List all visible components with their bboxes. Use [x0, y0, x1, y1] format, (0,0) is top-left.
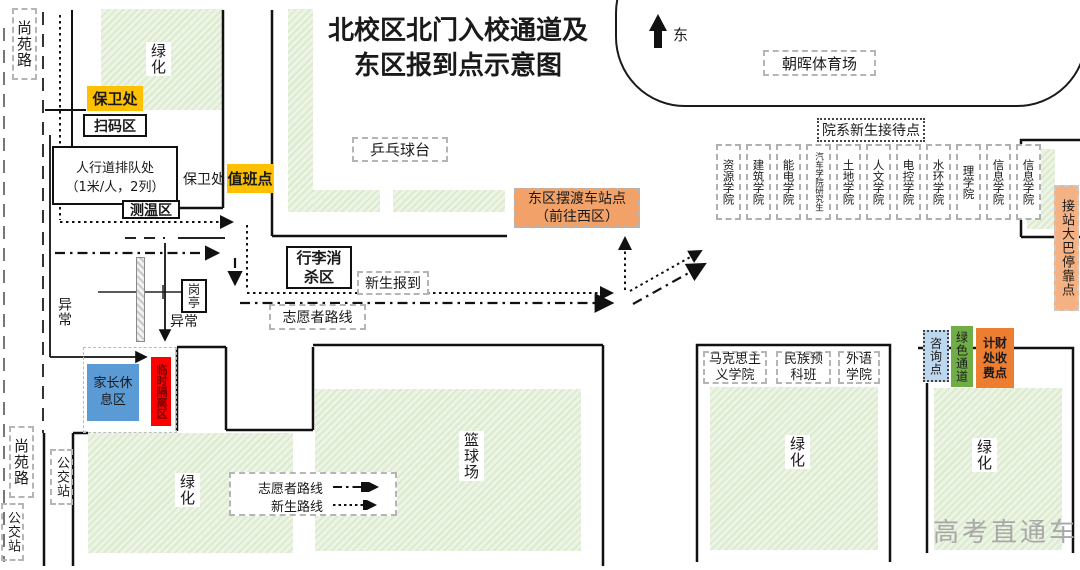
duty-point-box: 值班点: [227, 164, 273, 193]
college-box: 信息学院: [986, 144, 1011, 220]
college-box: 电控学院: [896, 144, 921, 220]
college-box: 建筑学院: [746, 144, 771, 220]
fee-point-box: 计财处收费点: [976, 328, 1014, 388]
stadium-label: 朝晖体育场: [763, 50, 876, 76]
security-post-label: 保卫处: [183, 172, 225, 188]
legend-volunteer-label: 志愿者路线: [257, 481, 323, 497]
college-box: 能电学院: [776, 144, 801, 220]
compass-east-label: 东: [673, 26, 689, 44]
sidewalk-queue-line2: （1米/人，2列）: [65, 179, 165, 195]
sidewalk-queue-line1: 人行道排队处: [75, 160, 154, 176]
temp-isolation-box: 临时隔离区: [151, 357, 171, 426]
green-area-basketball: [315, 389, 581, 551]
sidewalk-queue-box: 人行道排队处 （1米/人，2列）: [52, 146, 178, 205]
shuttle-station-line1: 东区摆渡车站点: [528, 190, 626, 207]
temp-check-box: 测温区: [122, 200, 180, 219]
dept-reception-label: 院系新生接待点: [817, 118, 925, 142]
map-title: 北校区北门入校通道及 东区报到点示意图: [314, 14, 602, 84]
prep-class-box: 民族预科班: [776, 351, 831, 384]
pingpong-label: 乒乓球台: [352, 137, 448, 162]
green-area-mid-strip-h2: [393, 190, 505, 212]
map-title-line1: 北校区北门入校通道及: [327, 16, 588, 46]
green-area-mid-strip-h1: [313, 190, 380, 212]
college-box: 土地学院: [836, 144, 861, 220]
security-office-box: 保卫处: [87, 86, 143, 111]
basketball-label: 篮球场: [459, 431, 484, 481]
college-list: 资源学院建筑学院能电学院汽车学院研究生土地学院人文学院电控学院水环学院理学院信息…: [716, 144, 1041, 220]
bus-stop-inner: 公交站: [50, 449, 73, 505]
green-label-marx: 绿化: [785, 435, 810, 469]
scan-area-box: 扫码区: [83, 114, 147, 137]
green-label-northwest: 绿化: [146, 42, 171, 76]
college-box: 人文学院: [866, 144, 891, 220]
abnormal-east-label: 异常: [170, 314, 198, 330]
legend-freshman-line: [333, 500, 377, 510]
green-label-southwest: 绿化: [175, 473, 200, 507]
watermark: 高考直通车: [933, 518, 1079, 548]
map-title-line2: 东区报到点示意图: [353, 51, 562, 82]
bus-pickup-box: 接站大巴停靠点: [1054, 185, 1079, 311]
gate-barrier: [136, 257, 145, 342]
foreign-college-box: 外语学院: [838, 351, 880, 384]
shuttle-station-box: 东区摆渡车站点 （前往西区）: [514, 188, 640, 228]
legend-freshman-label: 新生路线: [270, 499, 323, 515]
road-shangyuan-bottom: 尚苑路: [9, 426, 34, 498]
guard-booth-box: 岗亭: [181, 279, 207, 313]
college-box: 理学院: [956, 144, 981, 220]
abnormal-west-label: 异常: [56, 297, 72, 327]
green-channel-box: 绿色通道: [951, 326, 973, 387]
college-box: 信息学院: [1016, 144, 1041, 220]
shuttle-station-line2: （前往西区）: [535, 209, 619, 225]
college-box: 水环学院: [926, 144, 951, 220]
legend-volunteer-line: [333, 482, 379, 492]
luggage-disinfect-box: 行李消杀区: [286, 246, 352, 289]
freshman-checkin-label: 新生报到: [357, 271, 429, 295]
college-box: 汽车学院研究生: [806, 144, 831, 220]
marx-college-box: 马克思主义学院: [703, 351, 767, 384]
volunteer-route-label: 志愿者路线: [269, 304, 366, 330]
consult-point-box: 咨询点: [923, 330, 949, 382]
bus-stop-outer: 公交站: [1, 503, 24, 561]
green-area-mid-strip-v: [288, 9, 313, 212]
parent-rest-box: 家长休息区: [87, 364, 139, 421]
route-legend: 志愿者路线 新生路线: [229, 472, 397, 516]
college-box: 资源学院: [716, 144, 741, 220]
road-shangyuan-top: 尚苑路: [12, 8, 37, 80]
green-label-southeast: 绿化: [972, 438, 997, 472]
